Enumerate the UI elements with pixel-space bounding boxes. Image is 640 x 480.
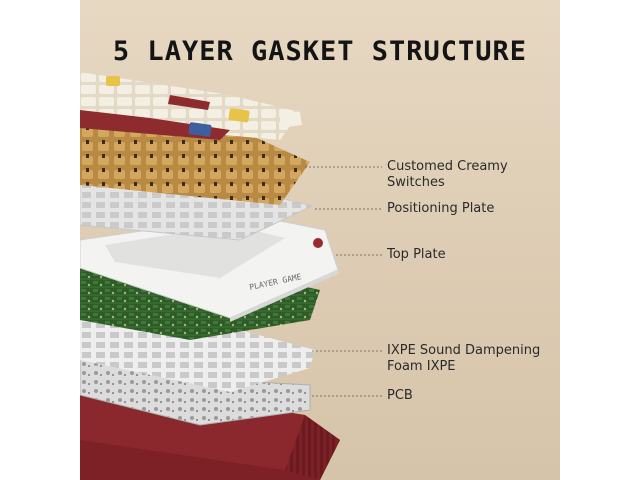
label-pcb: PCB <box>387 388 413 403</box>
keyboard-exploded-view: PLAYER GAME <box>80 72 382 480</box>
keycaps-layer <box>80 72 302 140</box>
infographic-title: 5 LAYER GASKET STRUCTURE <box>112 36 528 67</box>
label-top-plate: Top Plate <box>387 247 446 262</box>
label-ixpe-foam: IXPE Sound Dampening Foam IXPE <box>387 343 541 374</box>
label-switches: Customed Creamy Switches <box>387 159 508 190</box>
switches-layer <box>80 118 310 205</box>
product-infographic: 5 LAYER GASKET STRUCTURE <box>80 0 560 480</box>
callout-lines <box>305 166 382 397</box>
label-positioning-plate: Positioning Plate <box>387 201 495 216</box>
